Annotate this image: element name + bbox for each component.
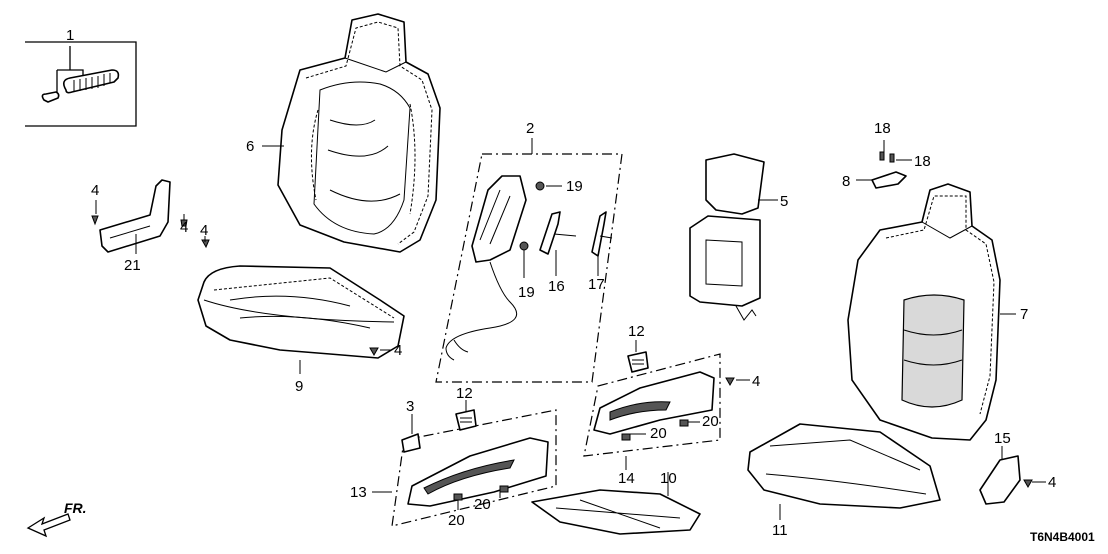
callout-21: 21 (124, 257, 141, 274)
leader-lines (95, 138, 1046, 520)
callout-4: 4 (180, 219, 188, 236)
part-11-seat-cushion (747, 423, 941, 509)
diagram-code: T6N4B4001 (1030, 530, 1095, 544)
part-5-seat-back-frame (689, 153, 765, 321)
part-9-seat-cushion-cover (197, 265, 405, 359)
part-12-switch-upper (627, 351, 649, 373)
part-13-side-trim (391, 409, 557, 527)
callout-20: 20 (702, 413, 719, 430)
callout-12: 12 (456, 385, 473, 402)
part-2-side-airbag-group (435, 153, 623, 383)
callout-17: 17 (588, 276, 605, 293)
callout-4: 4 (752, 373, 760, 390)
callout-12: 12 (628, 323, 645, 340)
callout-19: 19 (566, 178, 583, 195)
callout-10: 10 (660, 470, 677, 487)
callout-20: 20 (448, 512, 465, 529)
callout-9: 9 (295, 378, 303, 395)
front-direction-arrow-icon: FR. (26, 500, 87, 538)
callout-19: 19 (518, 284, 535, 301)
callout-4: 4 (91, 182, 99, 199)
spring-clips (41, 69, 120, 103)
front-marker-text: FR. (64, 500, 87, 516)
part-21-side-panel (99, 179, 171, 253)
callout-14: 14 (618, 470, 635, 487)
callout-18: 18 (914, 153, 931, 170)
part-7-seat-back-complete (847, 183, 1001, 441)
callout-2: 2 (526, 120, 534, 137)
callout-4: 4 (200, 222, 208, 239)
callout-18: 18 (874, 120, 891, 137)
part-15-trim-cover (979, 455, 1021, 505)
callout-8: 8 (842, 173, 850, 190)
callout-13: 13 (350, 484, 367, 501)
callout-3: 3 (406, 398, 414, 415)
callout-7: 7 (1020, 306, 1028, 323)
callout-15: 15 (994, 430, 1011, 447)
part-6-seat-back-cover (277, 13, 441, 253)
callout-16: 16 (548, 278, 565, 295)
part-14-side-trim (583, 353, 721, 457)
callout-4: 4 (394, 342, 402, 359)
callout-5: 5 (780, 193, 788, 210)
clip-4-icons (91, 215, 1033, 489)
callout-6: 6 (246, 138, 254, 155)
callout-1: 1 (66, 27, 74, 44)
callout-4: 4 (1048, 474, 1056, 491)
callout-11: 11 (772, 522, 788, 539)
parts-16-17-brackets (539, 211, 613, 257)
part-10-under-cover (531, 489, 701, 535)
callout-20: 20 (474, 496, 491, 513)
callout-20: 20 (650, 425, 667, 442)
part-12-switch-lower (455, 409, 477, 431)
part-1-clip-set (25, 41, 137, 127)
part-3-knob (401, 433, 421, 453)
part-8-bracket (871, 151, 907, 189)
